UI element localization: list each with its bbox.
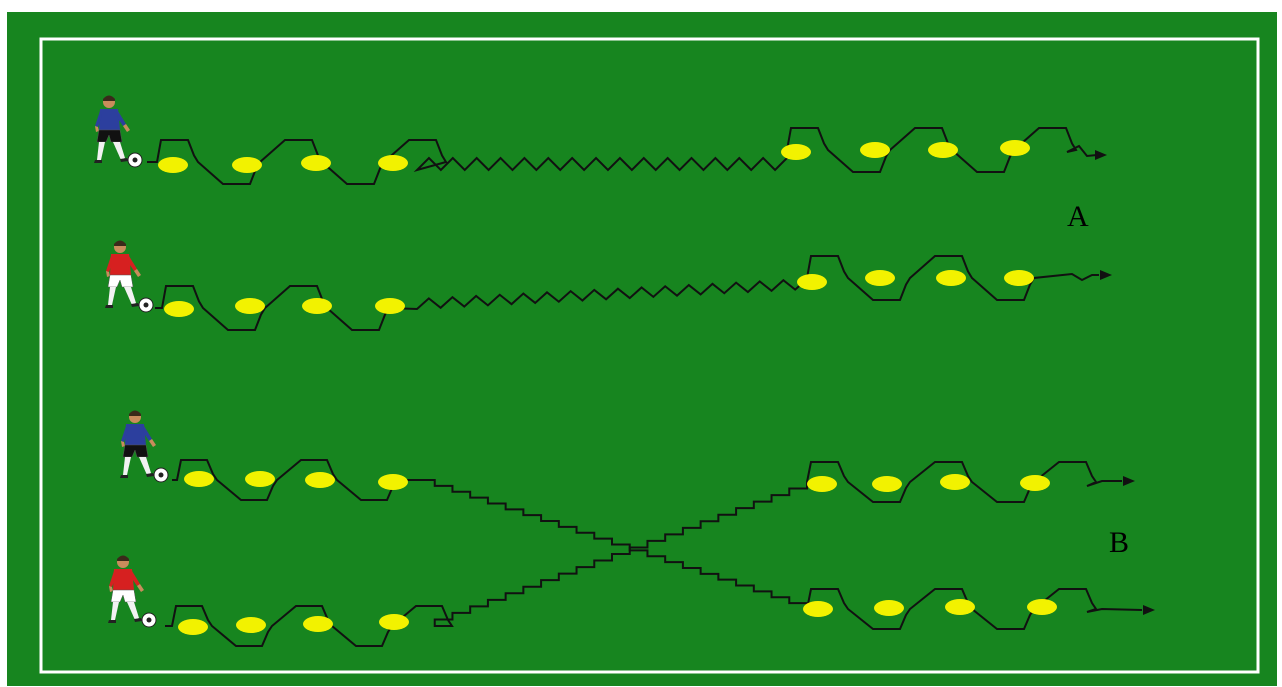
cone-marker [807,476,837,492]
drill-label-a: A [1067,200,1089,233]
cone-marker [245,471,275,487]
cone-marker [303,616,333,632]
pitch-surface [7,12,1277,686]
cone-marker [302,298,332,314]
cone-marker [860,142,890,158]
cone-marker [378,155,408,171]
cone-marker [375,298,405,314]
soccer-pitch: A B [7,12,1277,686]
cone-marker [379,614,409,630]
cone-marker [1027,599,1057,615]
cone-marker [178,619,208,635]
drill-label-b: B [1109,526,1129,559]
cone-marker [1004,270,1034,286]
cone-marker [803,601,833,617]
cone-marker [940,474,970,490]
cone-marker [235,298,265,314]
cone-marker [158,157,188,173]
cone-marker [232,157,262,173]
cone-marker [797,274,827,290]
cone-marker [865,270,895,286]
cone-marker [936,270,966,286]
cone-marker [164,301,194,317]
cone-marker [236,617,266,633]
cone-marker [1000,140,1030,156]
cone-marker [184,471,214,487]
cone-marker [378,474,408,490]
cone-marker [301,155,331,171]
cone-marker [872,476,902,492]
cone-marker [781,144,811,160]
cone-marker [928,142,958,158]
cone-marker [1020,475,1050,491]
cone-marker [305,472,335,488]
cone-marker [874,600,904,616]
cone-marker [945,599,975,615]
